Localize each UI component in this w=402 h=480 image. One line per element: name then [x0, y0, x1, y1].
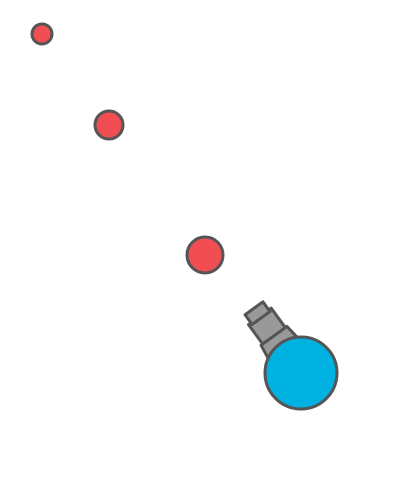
player-tank	[243, 300, 339, 411]
barrel-muzzle	[243, 300, 272, 326]
bullet	[30, 22, 54, 46]
bullet-group	[30, 22, 225, 275]
bullet	[93, 109, 125, 141]
tank-body	[263, 335, 339, 411]
bullet	[185, 235, 225, 275]
